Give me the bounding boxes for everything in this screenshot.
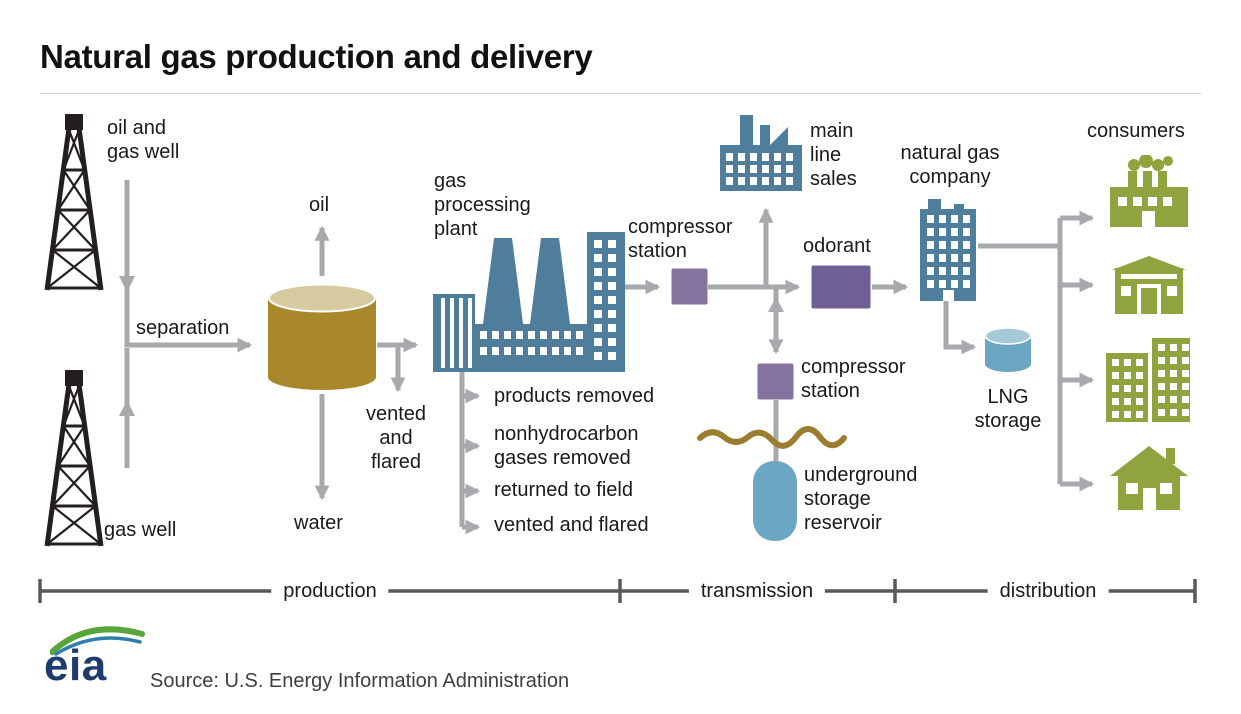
main-line-sales-icon <box>720 115 802 191</box>
water-label: water <box>294 512 343 534</box>
underground-storage-reservoir-icon <box>753 461 797 541</box>
lng-storage-icon <box>984 326 1032 374</box>
natural-gas-company-label: natural gas company <box>900 142 1000 188</box>
gas-well-label: gas well <box>104 519 177 541</box>
stage-label-distribution: distribution <box>987 579 1109 603</box>
oil-derrick-top-icon <box>35 112 113 292</box>
natural-gas-company-icon <box>918 195 978 301</box>
main-line-sales-label: main line sales <box>810 120 857 190</box>
stage-label-transmission: transmission <box>688 579 826 603</box>
consumers-label: consumers <box>1087 120 1185 142</box>
plant-output-label-1: products removed <box>494 385 655 407</box>
lng-storage-label: LNG storage <box>974 386 1042 432</box>
oil-label: oil <box>309 194 330 216</box>
consumer-apartments-icon <box>1106 338 1190 422</box>
page-title: Natural gas production and delivery <box>40 38 593 75</box>
plant-output-label-3: returned to field <box>494 479 633 501</box>
title-divider <box>40 93 1201 94</box>
odorant-label: odorant <box>803 235 871 257</box>
eia-logo-swoosh-icon <box>50 626 145 656</box>
gas-processing-plant-icon <box>433 232 625 372</box>
oil-derrick-bottom-icon <box>35 368 113 548</box>
compressor-station-storage-icon <box>757 363 794 400</box>
separation-label: separation <box>136 317 230 339</box>
gas-processing-plant-label: gas processing plant <box>434 170 531 240</box>
consumer-house-icon <box>1110 446 1188 510</box>
consumer-factory-icon <box>1106 155 1192 229</box>
plant-output-label-2: nonhydrocarbon gases removed <box>494 423 639 469</box>
compressor-station-main-icon <box>671 268 708 305</box>
eia-logo-text: eia <box>44 641 107 690</box>
vented-flared-well-label: vented and flared <box>365 403 427 473</box>
source-text: Source: U.S. Energy Information Administ… <box>150 670 570 692</box>
compressor-station-main-label: compressor station <box>628 216 733 262</box>
separator-tank-icon <box>268 282 376 394</box>
stage-label-production: production <box>271 579 389 603</box>
underground-storage-reservoir-label: underground storage reservoir <box>804 464 918 534</box>
compressor-station-storage-label: compressor station <box>801 356 906 402</box>
consumer-commercial-icon <box>1112 256 1186 314</box>
eia-logo: eia <box>44 622 154 692</box>
odorant-icon <box>811 265 871 309</box>
oil-and-gas-well-label: oil and gas well <box>107 117 180 163</box>
plant-output-label-4: vented and flared <box>494 514 649 536</box>
